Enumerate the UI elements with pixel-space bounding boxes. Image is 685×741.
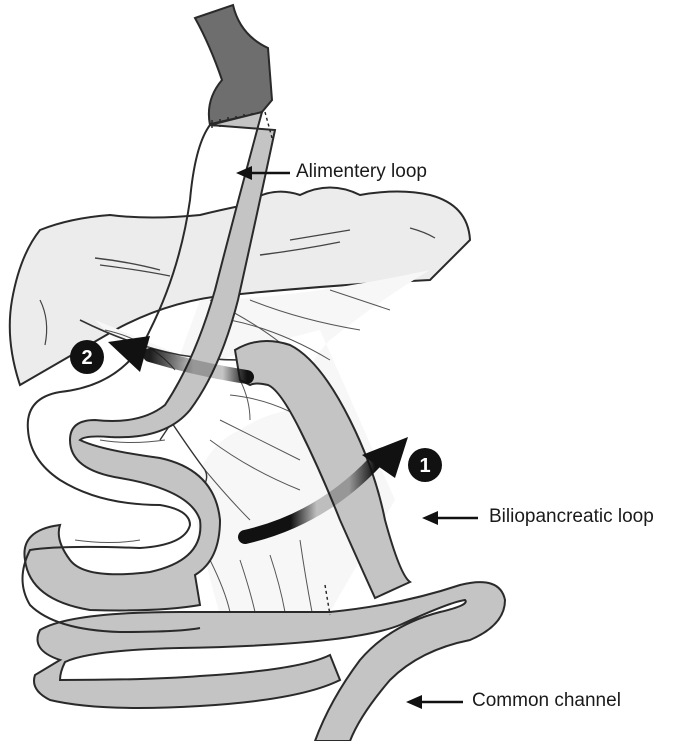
- arrow-2: [108, 336, 254, 384]
- label-alimentary-loop: Alimentery loop: [296, 161, 427, 182]
- arrow-1: [238, 437, 408, 544]
- common-channel-bowel: [33, 581, 507, 741]
- pointer-common: [406, 695, 463, 709]
- pointer-biliopancreatic: [422, 511, 478, 525]
- marker-2: 2: [70, 340, 104, 374]
- gastric-pouch: [193, 3, 274, 128]
- biliopancreatic-bowel: [233, 340, 413, 616]
- marker-2-text: 2: [81, 347, 92, 369]
- alimentary-loop-bowel: [21, 110, 277, 634]
- marker-1-text: 1: [419, 455, 430, 477]
- pointer-alimentary: [236, 166, 290, 180]
- marker-1: 1: [408, 448, 442, 482]
- label-common-channel: Common channel: [472, 690, 621, 711]
- label-biliopancreatic-loop: Biliopancreatic loop: [489, 506, 654, 527]
